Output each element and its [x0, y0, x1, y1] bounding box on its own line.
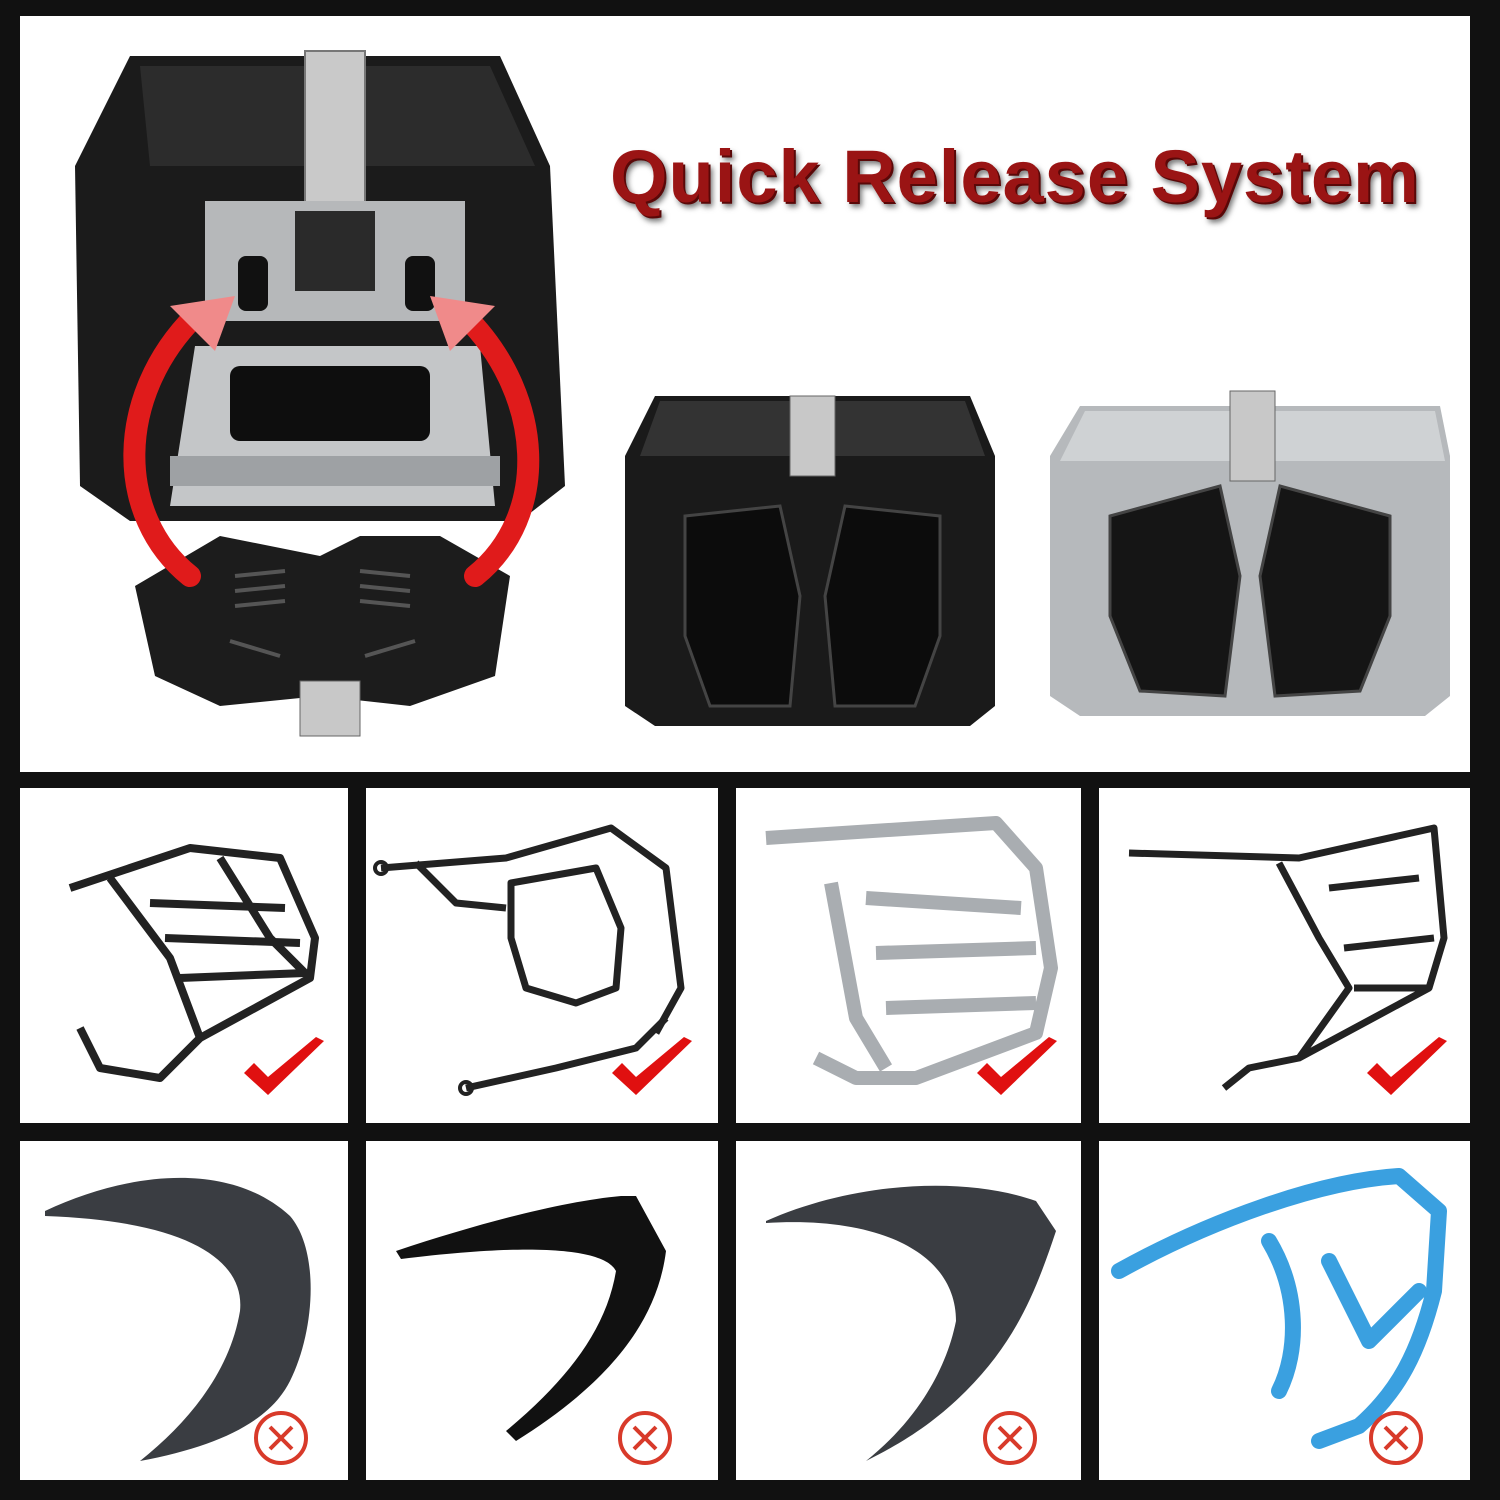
check-icon: [1367, 1037, 1447, 1095]
tubular-rack-image: [1128, 824, 1448, 1091]
top-case-black-rear-image: [625, 395, 995, 726]
compatible-rack-tile-1: [20, 788, 348, 1123]
tubular-rack-image: [68, 844, 319, 1082]
incompatible-rail-tile-4: [1099, 1141, 1470, 1480]
grab-rail-image: [396, 1196, 666, 1441]
incompatible-rail-tile-1: [20, 1141, 348, 1480]
page-title: Quick Release System: [610, 135, 1420, 218]
tubular-rack-image: [373, 824, 685, 1096]
attach-arrow-right: [430, 296, 540, 587]
top-case-large-image: [75, 50, 565, 521]
cross-icon: [1369, 1411, 1423, 1465]
quick-release-plate-image: [135, 536, 510, 737]
compatible-rack-tile-3: [736, 788, 1081, 1123]
compatible-rack-tile-2: [366, 788, 718, 1123]
cross-icon: [254, 1411, 308, 1465]
check-icon: [612, 1037, 692, 1095]
hero-illustration: [75, 50, 1450, 737]
aluminum-rack-image: [765, 816, 1058, 1085]
compatible-rack-tile-4: [1099, 788, 1470, 1123]
top-case-silver-rear-image: [1050, 390, 1450, 716]
cross-icon: [618, 1411, 672, 1465]
hero-panel: Quick Release System: [20, 16, 1470, 772]
incompatible-rail-tile-3: [736, 1141, 1081, 1480]
grab-rail-image: [1111, 1168, 1447, 1449]
check-icon: [977, 1037, 1057, 1095]
incompatible-rail-tile-2: [366, 1141, 718, 1480]
grab-rail-image: [766, 1185, 1056, 1461]
attach-arrow-left: [123, 296, 235, 587]
cross-icon: [983, 1411, 1037, 1465]
grab-rail-image: [45, 1177, 311, 1461]
check-icon: [244, 1037, 324, 1095]
